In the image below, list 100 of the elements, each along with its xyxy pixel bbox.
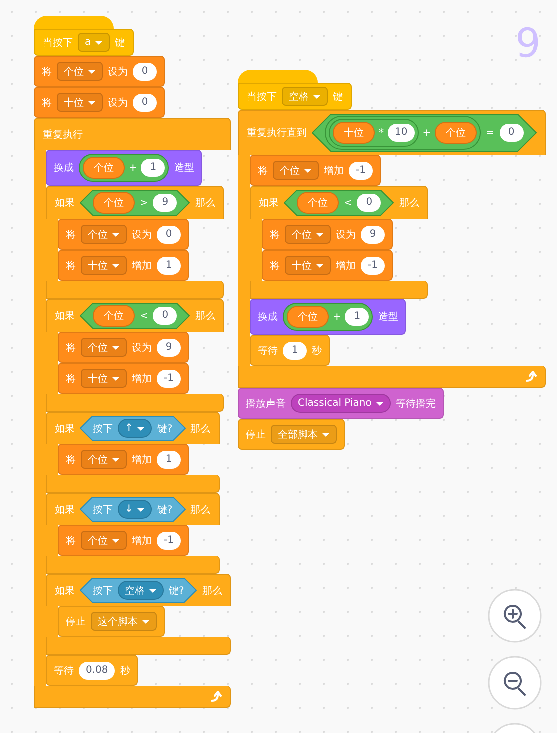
command-block xyxy=(58,363,189,394)
block-label: 那么 xyxy=(190,422,211,436)
block-label: 个位 xyxy=(94,162,114,175)
dropdown-menu: a xyxy=(78,33,110,52)
dropdown-menu: 个位 xyxy=(273,161,319,180)
number-input: -1 xyxy=(361,256,385,274)
command-block xyxy=(58,250,189,281)
command-block xyxy=(250,299,406,335)
block-label: < xyxy=(344,198,352,208)
if-block xyxy=(46,493,220,574)
block-label: 等待 xyxy=(258,344,278,358)
reporter-block xyxy=(79,154,170,182)
block-label: 秒 xyxy=(312,344,322,358)
dropdown-menu: 空格 xyxy=(282,87,328,106)
number-input: -1 xyxy=(157,532,181,550)
command-block xyxy=(58,444,189,475)
block-label: > xyxy=(140,198,148,208)
block-label: 那么 xyxy=(202,584,222,598)
block-label: 那么 xyxy=(195,197,216,210)
command-block xyxy=(46,150,202,186)
block-label: 重复执行直到 xyxy=(247,126,307,140)
condition-block xyxy=(284,190,394,216)
number-input: 1 xyxy=(283,342,307,360)
block-label: 设为 xyxy=(108,96,128,110)
block-label: 十位 xyxy=(344,126,364,140)
block-label: 将 xyxy=(66,342,76,354)
dropdown-menu: 空格 xyxy=(118,581,164,600)
block-label: 秒 xyxy=(120,664,130,678)
block-label: 键? xyxy=(157,422,173,436)
dropdown-menu: 全部脚本 xyxy=(271,425,337,444)
loop-block xyxy=(238,110,546,388)
block-label: 如果 xyxy=(55,422,75,436)
dropdown-menu: 个位 xyxy=(81,531,127,550)
block-label: 重复执行 xyxy=(43,128,83,142)
reporter-block xyxy=(435,122,478,144)
number-input: 10 xyxy=(388,124,415,142)
sprite-number-label: 9 xyxy=(516,22,541,66)
dropdown-menu: 十位 xyxy=(81,369,127,388)
condition-block xyxy=(312,114,537,152)
block-label: = xyxy=(486,128,495,138)
dropdown-menu: 个位 xyxy=(57,62,103,81)
block-label: 将 xyxy=(42,66,52,78)
block-label: 造型 xyxy=(378,310,398,324)
block-label: 个位 xyxy=(298,311,318,324)
if-block xyxy=(46,299,224,412)
block-label: 那么 xyxy=(190,504,211,516)
block-label: 将 xyxy=(66,228,76,242)
dropdown-menu: ↑ xyxy=(118,419,152,438)
block-label: 设为 xyxy=(132,228,152,242)
condition-block xyxy=(80,578,198,603)
command-block xyxy=(46,655,138,686)
reporter-block xyxy=(93,305,135,327)
number-input: 0 xyxy=(157,226,181,244)
command-block xyxy=(58,525,189,556)
dropdown-menu: 个位 xyxy=(81,450,127,469)
block-label: 增加 xyxy=(324,164,344,178)
block-label: 换成 xyxy=(258,310,278,324)
dropdown-menu: 这个脚本 xyxy=(91,612,157,631)
block-label: + xyxy=(129,162,138,174)
reporter-block xyxy=(297,192,339,214)
number-input: 1 xyxy=(157,450,181,468)
block-label: 如果 xyxy=(55,584,75,598)
block-label: 按下 xyxy=(93,504,113,516)
command-block xyxy=(250,155,381,186)
command-block xyxy=(34,87,165,118)
block-label: 个位 xyxy=(308,197,328,210)
dropdown-menu: Classical Piano xyxy=(291,394,391,413)
number-input: -1 xyxy=(157,370,181,388)
dropdown-menu: 十位 xyxy=(285,256,331,275)
dropdown-menu: 个位 xyxy=(81,225,127,244)
number-input: 1 xyxy=(157,256,181,274)
block-label: 停止 xyxy=(66,616,86,628)
block-label: + xyxy=(333,312,342,322)
command-block xyxy=(262,250,393,281)
if-block xyxy=(46,186,224,299)
block-label: 将 xyxy=(270,228,280,242)
number-input: 0 xyxy=(133,62,157,80)
command-block xyxy=(250,335,330,366)
block-label: 增加 xyxy=(132,260,152,272)
if-block xyxy=(46,412,220,493)
block-label: 键 xyxy=(115,36,126,50)
command-block xyxy=(238,388,444,419)
block-label: 等待播完 xyxy=(396,398,436,410)
block-label: 将 xyxy=(270,260,280,272)
block-label: 将 xyxy=(66,534,76,548)
block-label: + xyxy=(422,128,432,138)
block-label: 当按下 xyxy=(247,90,277,104)
dropdown-menu: ↓ xyxy=(118,500,152,519)
reporter-block xyxy=(287,306,329,328)
block-label: 个位 xyxy=(446,127,466,140)
block-label: 等待 xyxy=(54,664,74,678)
block-label: 如果 xyxy=(55,197,75,210)
hat-block xyxy=(34,16,134,56)
number-input: -1 xyxy=(349,162,373,180)
block-label: 将 xyxy=(66,260,76,272)
block-label: 那么 xyxy=(195,310,216,323)
block-label: 增加 xyxy=(132,534,152,548)
block-label: 设为 xyxy=(132,342,152,354)
block-label: 如果 xyxy=(55,310,75,323)
block-label: 键 xyxy=(333,90,343,104)
